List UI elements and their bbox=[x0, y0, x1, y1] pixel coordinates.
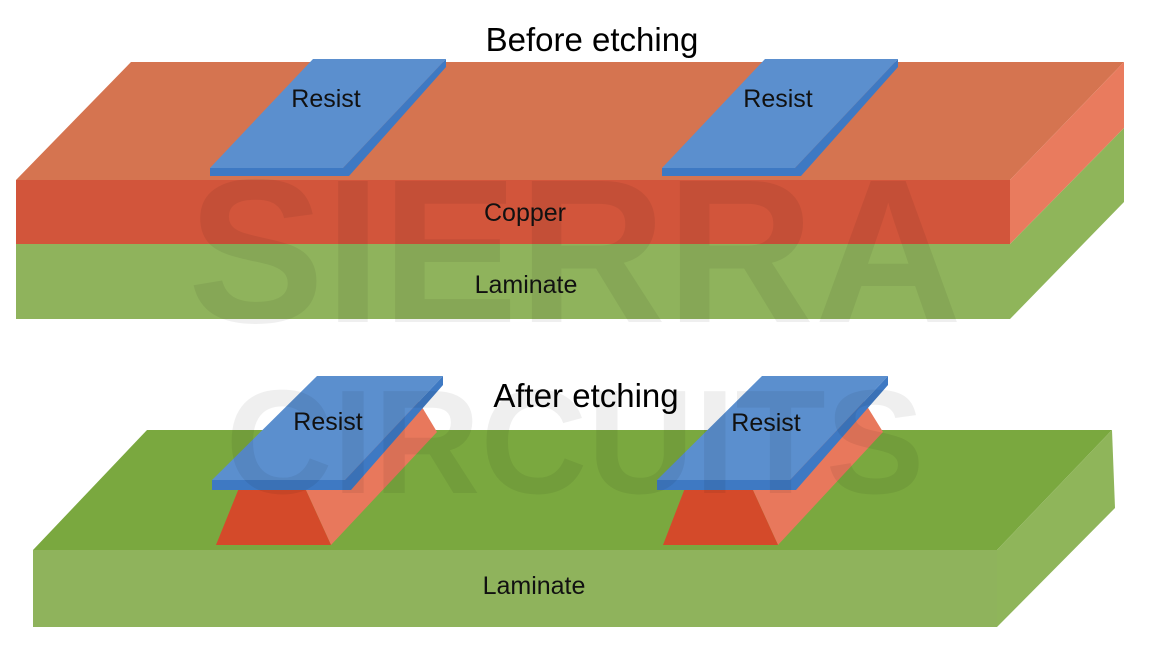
after-resist-left bbox=[212, 376, 443, 490]
copper-trace-front-face bbox=[663, 488, 778, 545]
before-resist-left bbox=[210, 59, 446, 176]
resist-side-edge bbox=[343, 59, 446, 176]
before-resist-right-label: Resist bbox=[743, 85, 813, 113]
after-etching-stack bbox=[33, 376, 1115, 627]
after-etching-title: After etching bbox=[493, 377, 678, 414]
after-resist-right-label: Resist bbox=[731, 409, 801, 437]
resist-front-edge bbox=[662, 168, 795, 176]
after-resist-right bbox=[657, 376, 888, 490]
before-laminate-front-face bbox=[16, 244, 1010, 319]
after-laminate-side-face bbox=[997, 430, 1115, 627]
resist-side-edge bbox=[795, 59, 898, 176]
after-laminate-label: Laminate bbox=[483, 572, 586, 600]
copper-label: Copper bbox=[484, 199, 566, 227]
before-laminate-side-face bbox=[1010, 128, 1124, 319]
before-laminate-label: Laminate bbox=[475, 271, 578, 299]
resist-top-face bbox=[657, 376, 888, 480]
before-resist-right bbox=[662, 59, 898, 176]
before-copper-side-face bbox=[1010, 62, 1124, 244]
copper-trace-front-face bbox=[216, 488, 331, 545]
watermark-line-1: SIERRA bbox=[188, 137, 963, 366]
before-resist-left-label: Resist bbox=[291, 85, 361, 113]
watermark-line-2: CIRCUITS bbox=[226, 360, 925, 525]
resist-side-edge bbox=[345, 376, 443, 490]
before-copper-front-face bbox=[16, 180, 1010, 244]
resist-front-edge bbox=[210, 168, 343, 176]
resist-top-face bbox=[212, 376, 443, 480]
before-etching-stack bbox=[16, 59, 1124, 319]
after-laminate-front-face bbox=[33, 550, 997, 627]
after-resist-left-label: Resist bbox=[293, 408, 363, 436]
resist-top-face bbox=[210, 59, 446, 168]
resist-side-edge bbox=[790, 376, 888, 490]
resist-top-face bbox=[662, 59, 898, 168]
before-etching-title: Before etching bbox=[486, 21, 699, 58]
sierra-circuits-watermark: SIERRA CIRCUITS bbox=[188, 137, 963, 525]
resist-front-edge bbox=[212, 480, 345, 490]
resist-front-edge bbox=[657, 480, 790, 490]
